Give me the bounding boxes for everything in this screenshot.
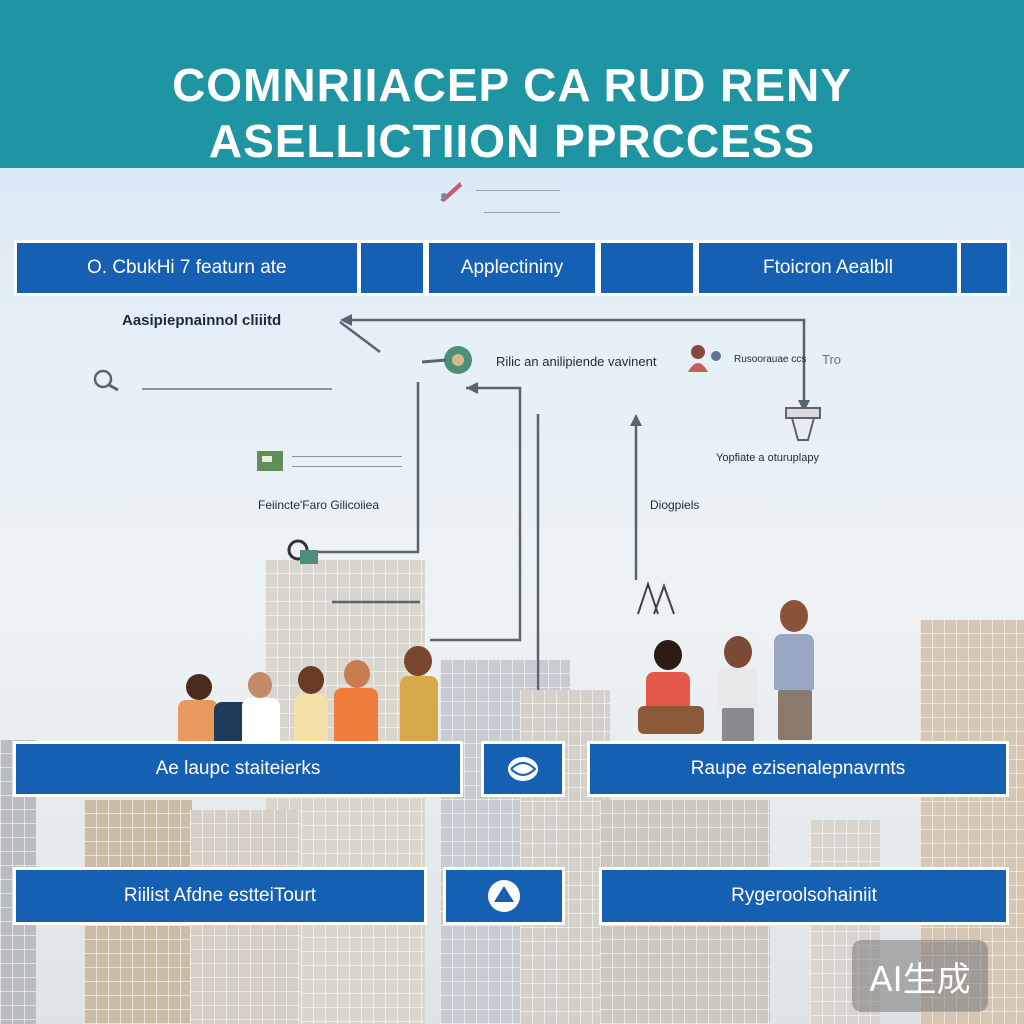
stage-divider-block bbox=[961, 243, 1007, 293]
label-feln: Feiincte'Faro Gilicoiiea bbox=[258, 498, 380, 512]
stage-cell-1[interactable]: O. CbukHi 7 featurn ate bbox=[17, 243, 357, 293]
pen-icon bbox=[438, 178, 464, 204]
building bbox=[520, 690, 610, 1024]
ai-generated-badge: AI生成 bbox=[852, 940, 988, 1012]
placeholder-line bbox=[292, 456, 402, 457]
tripod-icon bbox=[624, 576, 682, 621]
stage-cell-2-label: Applectininy bbox=[460, 257, 564, 278]
person-figure bbox=[174, 664, 264, 744]
gear-icon bbox=[421, 340, 480, 385]
stage-divider-block bbox=[361, 243, 423, 293]
info-icon-box-2 bbox=[443, 867, 565, 925]
label-main: Aasipiepnainnol cliiitd bbox=[122, 312, 282, 329]
person-figure bbox=[770, 596, 820, 744]
info-box-3-label: Riilist Afdne estteiTourt bbox=[123, 885, 317, 906]
info-icon-box-1 bbox=[481, 741, 565, 797]
label-mid: Rilic an anilipiende vavinent bbox=[496, 354, 657, 369]
stage-cell-3-label: Ftoicron Aealbll bbox=[763, 257, 893, 278]
stage-divider-block bbox=[601, 243, 693, 293]
label-tro: Tro bbox=[822, 352, 842, 367]
placeholder-line bbox=[292, 466, 402, 467]
label-right2: Yopfiate a oturuplapy bbox=[716, 452, 819, 464]
stage-cell-1-label: O. CbukHi 7 featurn ate bbox=[87, 257, 287, 278]
scribble-line bbox=[476, 190, 560, 191]
info-box-2-label: Raupe ezisenalepnavrnts bbox=[690, 758, 906, 779]
info-box-4-label: Rygeroolsohainiit bbox=[731, 885, 877, 906]
person-figure bbox=[292, 664, 330, 744]
info-box-4[interactable]: Rygeroolsohainiit bbox=[599, 867, 1009, 925]
scribble-line bbox=[484, 212, 560, 213]
document-icon bbox=[256, 450, 286, 477]
magnifier-icon bbox=[92, 368, 128, 399]
stage-cell-2[interactable]: Applectininy bbox=[429, 243, 595, 293]
page-title-line1: COMNRIIACEP CA RUD RENY bbox=[172, 59, 852, 111]
header-banner bbox=[0, 0, 1024, 168]
emblem-icon bbox=[488, 880, 520, 912]
page-title-line2: ASELLICTIION PPRCCESS bbox=[208, 115, 816, 167]
label-right-small: Rusoorauae ccs bbox=[734, 354, 807, 365]
person-figure bbox=[242, 670, 282, 744]
placeholder-line bbox=[142, 388, 332, 390]
person-figure bbox=[636, 640, 706, 744]
funnel-icon bbox=[784, 406, 824, 449]
info-box-2[interactable]: Raupe ezisenalepnavrnts bbox=[587, 741, 1009, 797]
info-box-1[interactable]: Ae laupc staiteierks bbox=[13, 741, 463, 797]
people-icon bbox=[684, 342, 728, 379]
person-figure bbox=[396, 646, 442, 744]
person-figure bbox=[714, 632, 762, 744]
person-figure bbox=[332, 660, 380, 744]
label-diog: Diogpiels bbox=[650, 498, 700, 512]
info-box-3[interactable]: Riilist Afdne estteiTourt bbox=[13, 867, 427, 925]
stage-cell-3[interactable]: Ftoicron Aealbll bbox=[699, 243, 957, 293]
stage-bar: O. CbukHi 7 featurn ate Applectininy Fto… bbox=[14, 240, 1010, 296]
hook-icon bbox=[284, 534, 324, 575]
info-box-1-label: Ae laupc staiteierks bbox=[155, 758, 321, 779]
globe-icon bbox=[508, 757, 538, 781]
